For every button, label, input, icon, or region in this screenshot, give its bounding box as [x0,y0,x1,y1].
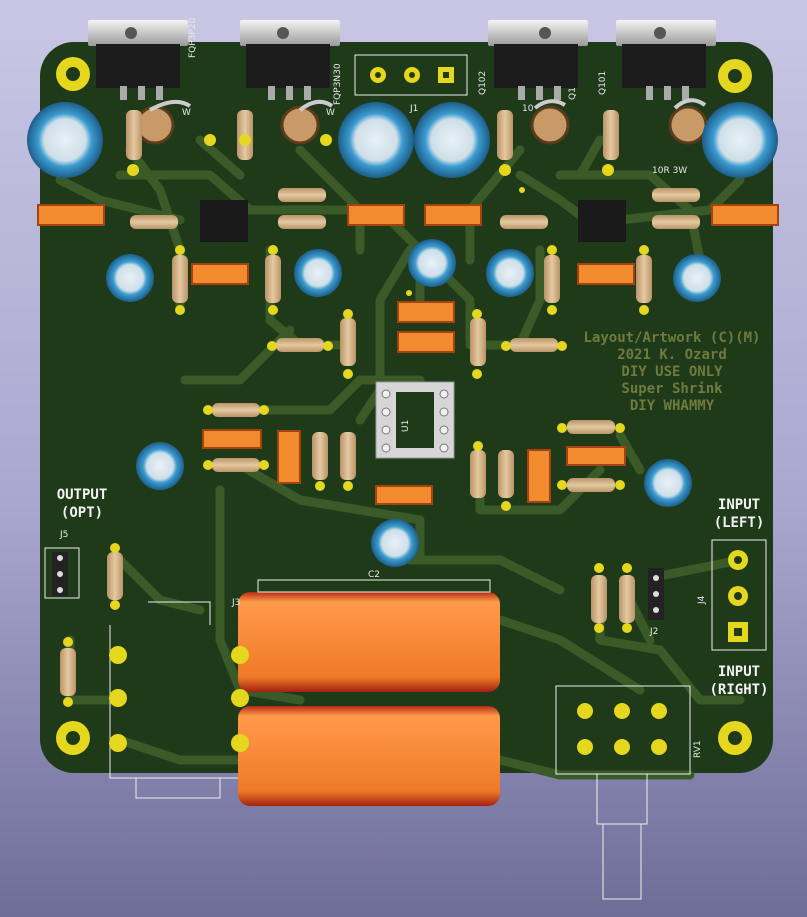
ref-j1: J1 [410,104,419,114]
small-electrolytic-caps [106,239,721,567]
ref-j3: J3 [232,598,241,608]
artwork-line-2: 2021 K. Ozard [617,347,727,363]
ref-fqp3p20: FQP3P20 [188,17,198,58]
ref-10: 10 [522,104,534,114]
artwork-line-4: Super Shrink [621,381,723,397]
ref-rv1: RV1 [693,740,703,758]
power-resistors [135,98,708,145]
potentiometer-rv1 [555,685,691,900]
label-input-right-sub: (RIGHT) [709,682,769,698]
mounting-holes [56,57,752,755]
horizontal-resistors [130,188,700,492]
ref-q1: Q1 [568,87,578,100]
label-output-title: OUTPUT [56,487,108,503]
label-output-sub: (OPT) [60,505,104,521]
large-electrolytic-caps [27,102,778,178]
label-input-left: INPUT (LEFT) [706,496,772,532]
ref-10r-3w: 10R 3W [652,166,688,176]
ref-q102: Q102 [478,70,488,95]
ref-c2: C2 [368,570,381,580]
connector-j2 [648,568,664,620]
label-input-right-title: INPUT [717,664,761,680]
artwork-line-1: Layout/Artwork (C)(M) [583,330,761,346]
label-input-left-sub: (LEFT) [713,515,765,531]
transistor-q102 [488,20,588,100]
transistor-q-fqp3n30 [240,20,340,100]
jack-j3 [109,601,249,799]
connector-j1 [354,54,468,96]
ref-u1: U1 [401,419,411,432]
label-input-left-title: INPUT [717,497,761,513]
ref-j2: J2 [650,627,659,637]
vertical-resistors-mid [60,255,652,696]
connector-j4 [711,539,767,651]
ref-j4: J4 [697,595,707,604]
vertical-resistors-top [126,110,619,160]
ref-q101: Q101 [598,70,608,95]
ref-j5: J5 [60,530,69,540]
through-hole-pads [63,134,649,707]
ref-w-mid: W [326,108,335,118]
connector-j5 [44,547,80,599]
artwork-line-3: DIY USE ONLY [621,364,723,380]
artwork-line-5: DIY WHAMMY [629,398,715,414]
label-output: OUTPUT (OPT) [46,486,118,522]
large-film-caps [238,579,500,806]
transistor-q-fqp3p20 [88,20,188,100]
ref-fqp3n30: FQP3N30 [333,63,343,105]
ic-socket-u1 [375,381,455,459]
label-input-right: INPUT (RIGHT) [704,663,774,699]
artwork-text-block: Layout/Artwork (C)(M) 2021 K. Ozard DIY … [572,330,772,415]
ref-w-left: W [182,108,191,118]
transistor-q101 [616,20,716,100]
opamp-chips [200,200,626,242]
small-film-caps [37,204,779,505]
